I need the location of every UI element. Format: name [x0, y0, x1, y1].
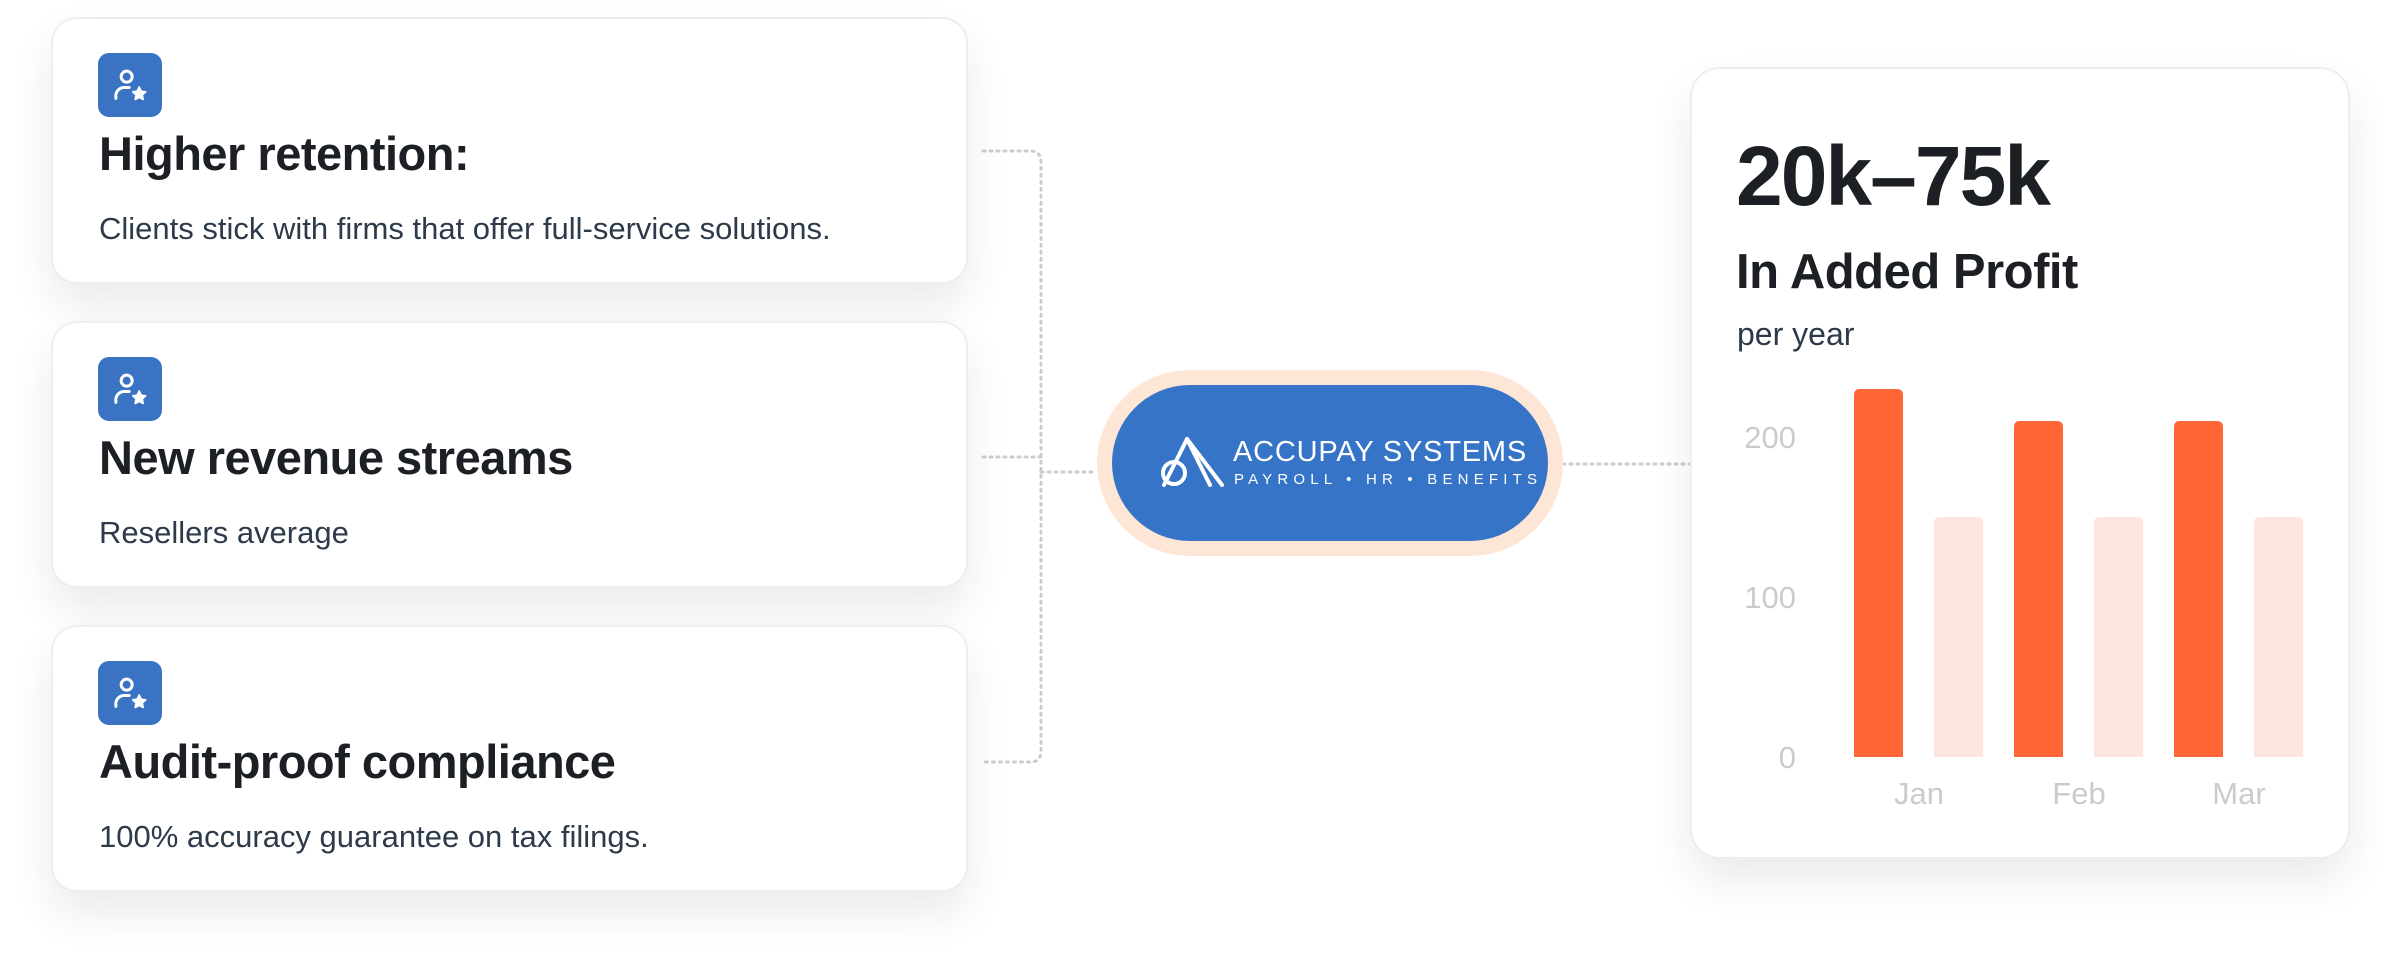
bar-jan-1 — [1854, 389, 1903, 757]
bar-mar-2 — [2254, 517, 2303, 757]
user-star-icon — [98, 53, 162, 117]
x-tick-label: Jan — [1894, 776, 1944, 811]
accupay-logo-icon — [1161, 437, 1224, 487]
accupay-logo-badge — [1112, 385, 1548, 541]
benefit-title: New revenue streams — [99, 431, 573, 484]
x-tick-label: Mar — [2212, 776, 2265, 811]
benefit-card-retention: Higher retention: Clients stick with fir… — [51, 17, 968, 284]
y-tick-label: 200 — [1744, 420, 1796, 455]
profit-label: In Added Profit — [1736, 245, 2078, 299]
benefit-description: Resellers average — [99, 515, 349, 550]
user-star-icon — [98, 357, 162, 421]
logo-tagline: PAYROLL • HR • BENEFITS — [1234, 471, 1543, 488]
logo-name: ACCUPAY SYSTEMS — [1233, 436, 1528, 468]
benefit-title: Audit-proof compliance — [99, 735, 616, 788]
benefit-description: 100% accuracy guarantee on tax filings. — [99, 819, 649, 854]
bar-feb-2 — [2094, 517, 2143, 757]
y-tick-label: 100 — [1744, 580, 1796, 615]
bar-mar-1 — [2174, 421, 2223, 757]
benefit-card-revenue: New revenue streams Resellers average — [51, 321, 968, 588]
benefit-title: Higher retention: — [99, 127, 470, 180]
user-star-icon — [98, 661, 162, 725]
benefit-card-compliance: Audit-proof compliance 100% accuracy gua… — [51, 625, 968, 892]
profit-period: per year — [1737, 316, 1855, 352]
y-tick-label: 0 — [1779, 740, 1796, 775]
bar-jan-2 — [1934, 517, 1983, 757]
profit-range-value: 20k–75k — [1736, 129, 2051, 223]
benefit-description: Clients stick with firms that offer full… — [99, 211, 831, 246]
x-tick-label: Feb — [2052, 776, 2105, 811]
bar-feb-1 — [2014, 421, 2063, 757]
